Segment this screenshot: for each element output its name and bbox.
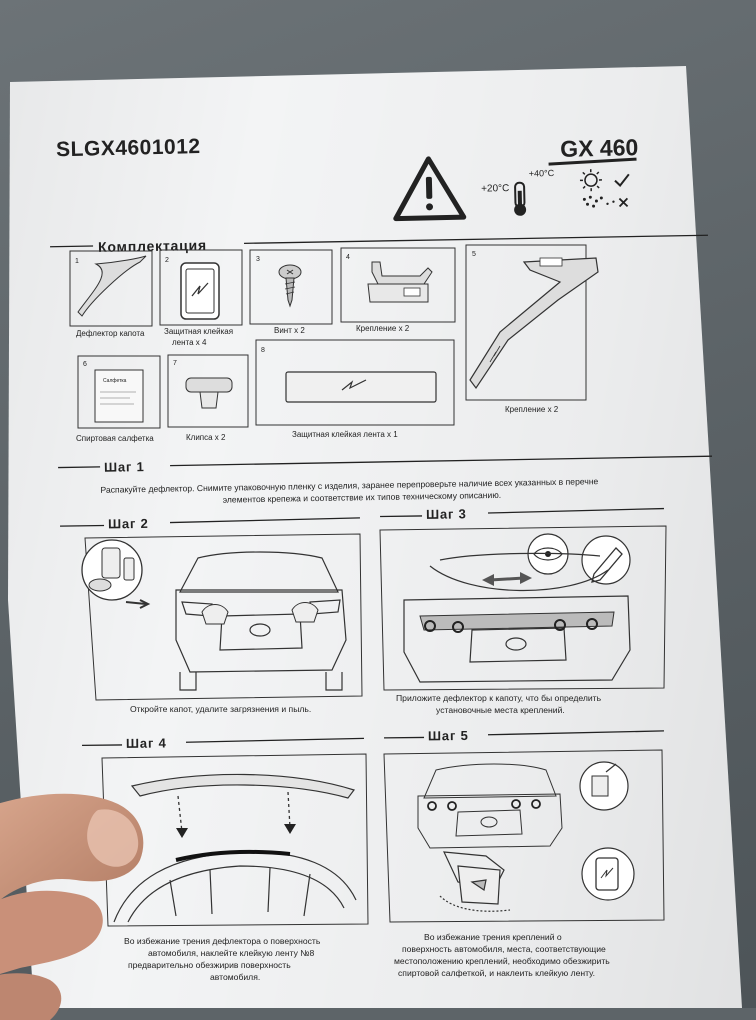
car-front-illustration-2 — [403, 552, 631, 683]
step-3-text: Приложите дефлектор к капоту, что бы опр… — [396, 693, 603, 715]
contents-item-4: 4 Крепление х 2 — [340, 247, 456, 333]
step-5-text: Во избежание трения креплений о поверхно… — [394, 932, 612, 978]
svg-text:1: 1 — [75, 258, 79, 265]
sun-icon — [579, 169, 602, 192]
hand-applying-tape — [439, 851, 511, 912]
mount-point-markers-2 — [427, 799, 541, 811]
rain-icon — [582, 195, 615, 208]
cleaning-supplies-icon — [81, 539, 151, 609]
deflector-on-hood — [419, 611, 615, 631]
tape-circle-icon — [581, 847, 635, 901]
temp-high: +40°C — [529, 168, 555, 179]
step-1-title: Шаг 1 — [104, 459, 145, 475]
cleaning-hands — [201, 602, 319, 625]
car-front-illustration-3 — [417, 763, 563, 849]
pencil-icon — [581, 535, 631, 585]
warning-icon — [393, 156, 467, 222]
step-3: Шаг 3 Прилож — [379, 506, 667, 715]
svg-text:6: 6 — [83, 361, 87, 368]
placement-arrows — [176, 791, 296, 838]
step-2: Шаг 2 Откройте капот, удалите загрязнени… — [60, 516, 363, 714]
svg-text:2: 2 — [165, 257, 169, 264]
check-icon — [614, 173, 630, 188]
svg-text:Винт х 2: Винт х 2 — [274, 326, 305, 335]
part-number: SLGX4601012 — [56, 135, 201, 161]
step-4-text: Во избежание трения дефлектора о поверхн… — [124, 936, 323, 982]
svg-text:Крепление х 2: Крепление х 2 — [356, 324, 410, 333]
contents-item-3: 3 Винт х 2 — [249, 249, 333, 335]
svg-text:4: 4 — [346, 254, 350, 261]
svg-text:Спиртовая салфетка: Спиртовая салфетка — [76, 434, 154, 443]
step-5: Шаг 5 — [383, 728, 665, 978]
contents-item-7: 7 Клипса х 2 — [167, 354, 249, 442]
deflector-part — [130, 773, 355, 799]
step-2-text: Откройте капот, удалите загрязнения и пы… — [130, 704, 311, 714]
mount-point-markers — [424, 618, 598, 633]
svg-text:Крепление х 2: Крепление х 2 — [505, 405, 559, 414]
svg-text:8: 8 — [261, 347, 265, 354]
svg-text:Салфетка: Салфетка — [103, 378, 127, 384]
step-4-title: Шаг 4 — [126, 735, 167, 750]
hood-edge-illustration — [113, 851, 357, 923]
temp-low: +20°C — [481, 183, 509, 195]
svg-text:5: 5 — [472, 251, 476, 258]
car-front-illustration — [175, 551, 347, 691]
step-1-text: Распакуйте дефлектор. Снимите упаковочну… — [100, 476, 601, 507]
step-3-title: Шаг 3 — [426, 506, 467, 522]
step-2-title: Шаг 2 — [108, 516, 149, 532]
arrow-icon — [482, 572, 532, 586]
svg-text:7: 7 — [173, 360, 177, 367]
contents-item-5: 5 Крепление х 2 — [465, 244, 599, 414]
cross-icon — [618, 197, 629, 208]
svg-text:Клипса х 2: Клипса х 2 — [186, 433, 226, 442]
item-2-label: Защитная клейкая лента х 4 — [164, 327, 235, 347]
svg-text:Защитная клейкая лента х 1: Защитная клейкая лента х 1 — [292, 430, 398, 439]
contents-item-6: 6 Салфетка Спиртовая салфетка — [76, 355, 161, 443]
svg-text:3: 3 — [256, 256, 260, 263]
contents-item-8: 8 Защитная клейкая лента х 1 — [255, 339, 455, 439]
step-5-title: Шаг 5 — [428, 728, 469, 743]
step-4: Шаг 4 Во избежание трения дефлектора о п… — [82, 735, 369, 982]
wipe-circle-icon — [579, 761, 629, 811]
adhesive-tape-strip — [175, 850, 291, 862]
svg-text:Дефлектор капота: Дефлектор капота — [76, 329, 145, 338]
contents-item-1: 1 Дефлектор капота — [69, 250, 153, 338]
thermometer-icon: +20°C +40°C — [481, 168, 555, 216]
model-name: GX 460 — [560, 134, 639, 162]
contents-item-2: 2 Защитная клейкая лента х 4 — [159, 249, 243, 347]
